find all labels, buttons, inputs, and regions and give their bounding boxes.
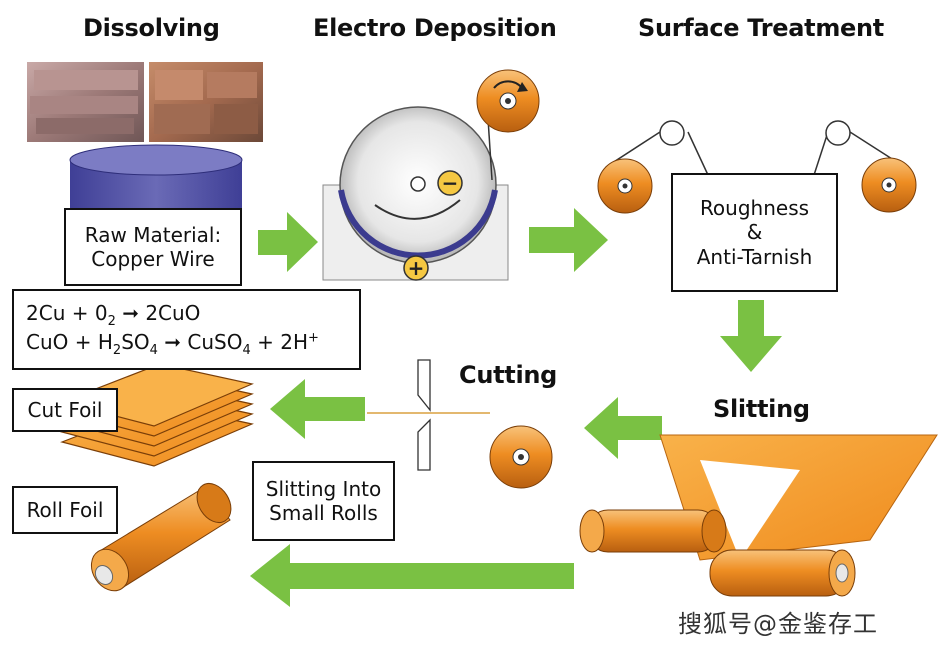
chemical-equations-box: 2Cu + 02 ➞ 2CuO CuO + H2SO4 ➞ CuSO4 + 2H…: [12, 289, 361, 370]
copper-wire-photo-1: [27, 62, 144, 142]
roughness-line-1: Roughness: [699, 195, 810, 220]
roughness-line-3: Anti-Tarnish: [696, 244, 813, 269]
roll-foil-cylinder: [90, 482, 232, 592]
raw-material-box: Raw Material: Copper Wire: [64, 208, 242, 286]
equation-1: 2Cu + 02 ➞ 2CuO: [26, 300, 201, 329]
arrow-to-rollfoil: [250, 544, 574, 607]
blade-icon: [417, 359, 431, 412]
raw-material-line-1: Raw Material:: [84, 222, 222, 247]
surface-treatment-rolls: [597, 120, 917, 214]
roll-foil-label: Roll Foil: [12, 486, 118, 534]
electro-deposition-unit: [322, 69, 540, 281]
arrow-treatment-to-slitting: [720, 300, 782, 372]
heading-slitting: Slitting: [713, 395, 810, 423]
raw-material-line-2: Copper Wire: [91, 247, 215, 271]
heading-electro-deposition: Electro Deposition: [313, 14, 557, 42]
equation-2: CuO + H2SO4 ➞ CuSO4 + 2H+: [26, 329, 319, 358]
arrow-slitting-to-cutting: [584, 397, 662, 459]
slitting-machine: [579, 434, 938, 597]
heading-cutting: Cutting: [459, 361, 558, 389]
slitting-small-rolls-box: Slitting Into Small Rolls: [252, 461, 395, 541]
slitting-small-line-1: Slitting Into: [265, 476, 382, 501]
arrow-cutting-to-cutfoil: [270, 379, 365, 439]
cutting-unit: [367, 359, 553, 489]
plus-electrode-icon: [403, 255, 429, 281]
roughness-antitarnish-box: Roughness & Anti-Tarnish: [671, 173, 838, 292]
rotation-arrow-icon: [493, 80, 523, 89]
flow-arrows: [250, 208, 782, 607]
cut-foil-label: Cut Foil: [12, 388, 118, 432]
slitting-small-line-2: Small Rolls: [269, 501, 378, 525]
heading-surface-treatment: Surface Treatment: [638, 14, 884, 42]
copper-wire-photo-2: [149, 62, 263, 142]
minus-electrode-icon: [437, 170, 463, 196]
arrow-dissolving-to-deposition: [258, 212, 318, 272]
watermark: 搜狐号@金鉴存工: [678, 610, 878, 638]
roughness-line-2: &: [746, 220, 763, 245]
arrow-deposition-to-treatment: [529, 208, 608, 272]
heading-dissolving: Dissolving: [83, 14, 220, 42]
